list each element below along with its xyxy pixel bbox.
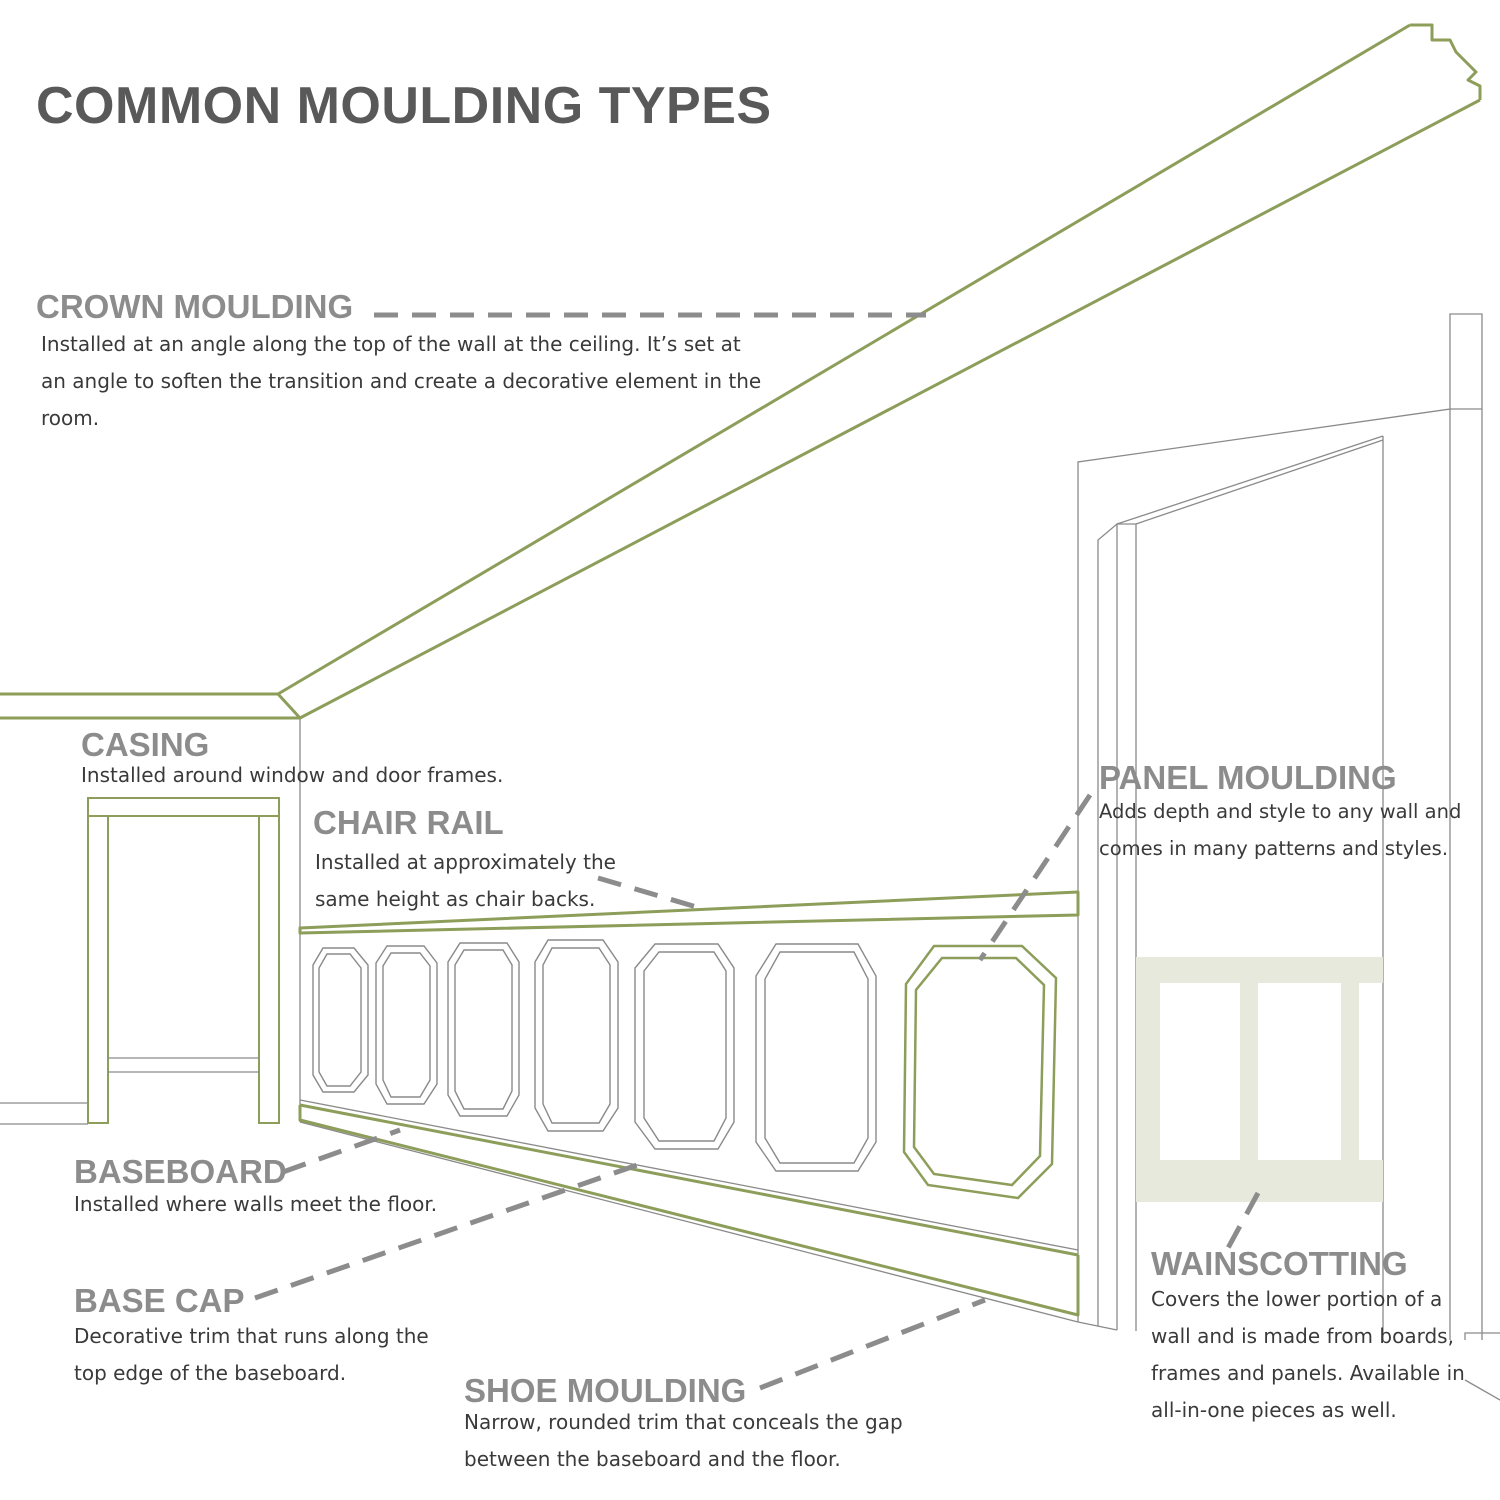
panel-moulding-desc: Adds depth and style to any wall and com… bbox=[1099, 800, 1462, 860]
page-title: COMMON MOULDING TYPES bbox=[36, 77, 772, 135]
base-cap-label: BASE CAP bbox=[74, 1282, 245, 1319]
shoe-moulding-label: SHOE MOULDING bbox=[464, 1372, 747, 1409]
right-floor-line bbox=[1464, 1379, 1500, 1401]
wainscotting-frame bbox=[1136, 957, 1383, 1202]
window-left-casing bbox=[87, 815, 109, 1124]
door-opening-outer bbox=[1077, 313, 1483, 1340]
baseboard-label: BASEBOARD bbox=[74, 1153, 287, 1190]
chair-rail-desc: Installed at approximately the same heig… bbox=[315, 850, 616, 911]
chair-rail-leader bbox=[597, 875, 701, 911]
panel-3 bbox=[447, 942, 520, 1117]
panel-2 bbox=[375, 945, 438, 1105]
door-jamb-inner bbox=[1117, 523, 1137, 1331]
wall-panels bbox=[312, 939, 877, 1172]
wainscotting-leader bbox=[1225, 1191, 1261, 1250]
baseboard-top bbox=[298, 1105, 1080, 1317]
door-head-inner bbox=[1135, 439, 1384, 525]
baseboard-desc: Installed where walls meet the floor. bbox=[74, 1192, 438, 1216]
wainscotting-label: WAINSCOTTING bbox=[1151, 1245, 1408, 1282]
door-head-jamb bbox=[1116, 435, 1384, 525]
window-head-casing bbox=[87, 797, 280, 817]
door-jamb-left bbox=[1097, 522, 1118, 1330]
crown-moulding-label: CROWN MOULDING bbox=[36, 288, 354, 325]
crown-profile bbox=[1410, 23, 1482, 100]
window-sill bbox=[108, 1057, 259, 1073]
chair-rail bbox=[298, 890, 1080, 935]
crown-moulding-desc: Installed at an angle along the top of t… bbox=[41, 332, 762, 430]
leader-lines bbox=[254, 312, 1261, 1391]
panel-moulding-label: PANEL MOULDING bbox=[1099, 759, 1397, 796]
floor-line bbox=[299, 1121, 1079, 1323]
wainscotting-desc: Covers the lower portion of a wall and i… bbox=[1151, 1287, 1465, 1422]
crown-top-edge bbox=[277, 23, 1411, 696]
shoe-moulding-desc: Narrow, rounded trim that conceals the g… bbox=[464, 1410, 903, 1471]
base-cap-leader bbox=[254, 1159, 647, 1301]
crown-bottom-edge bbox=[299, 98, 1481, 720]
casing-label: CASING bbox=[81, 726, 210, 763]
window-right-casing bbox=[258, 815, 280, 1124]
panel-5 bbox=[634, 943, 735, 1150]
panel-6 bbox=[755, 943, 877, 1172]
door-frame-step bbox=[1077, 1321, 1118, 1331]
panel-leader bbox=[977, 793, 1093, 962]
base-cap-line bbox=[299, 1099, 1079, 1251]
panel-1 bbox=[312, 947, 369, 1093]
right-baseboard bbox=[1464, 1332, 1500, 1340]
window-casing bbox=[87, 797, 280, 1124]
chair-rail-label: CHAIR RAIL bbox=[313, 804, 504, 841]
base-cap-desc: Decorative trim that runs along the top … bbox=[74, 1324, 429, 1385]
panel-4 bbox=[534, 939, 619, 1132]
panel-moulding-highlight bbox=[902, 944, 1058, 1200]
crown-left-wall bbox=[0, 692, 302, 720]
baseboard bbox=[298, 1103, 1080, 1317]
room-outlines bbox=[0, 313, 1500, 1401]
baseboard-leader bbox=[282, 1127, 401, 1175]
casing-desc: Installed around window and door frames. bbox=[81, 763, 504, 787]
baseboard-top-edge bbox=[299, 1103, 1079, 1257]
crown-moulding bbox=[0, 23, 1482, 720]
shoe-leader bbox=[759, 1297, 986, 1391]
